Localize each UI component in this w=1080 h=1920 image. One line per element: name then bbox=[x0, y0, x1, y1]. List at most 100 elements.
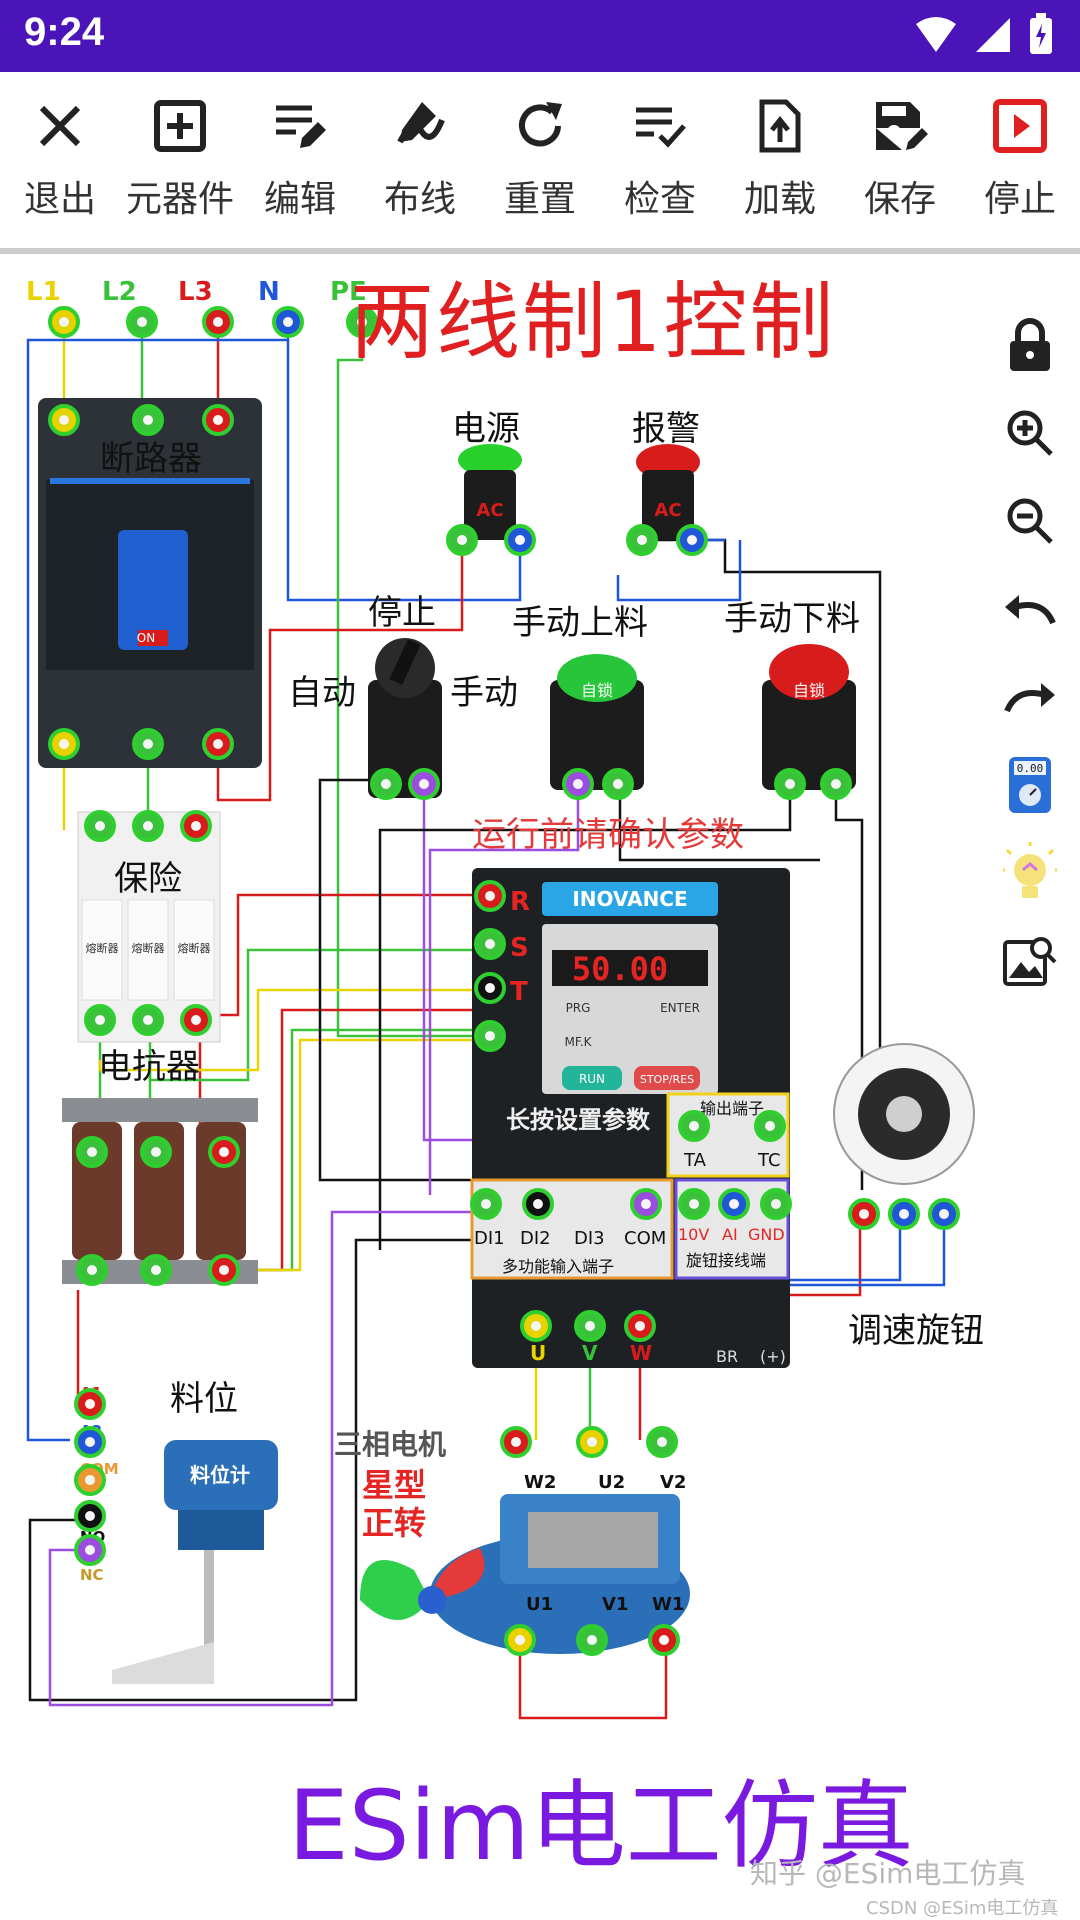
image-search-button[interactable] bbox=[998, 931, 1062, 991]
phase-label-pe: PE bbox=[330, 277, 367, 307]
manual-down-label: 手动下料 bbox=[724, 599, 860, 639]
add-box-icon bbox=[154, 100, 206, 152]
three-phase-motor[interactable] bbox=[360, 1494, 690, 1654]
inverter-key-enter[interactable]: ENTER bbox=[660, 1001, 700, 1015]
manual-down-button[interactable]: 自锁 bbox=[762, 644, 856, 790]
input-terminal-s: S bbox=[510, 933, 529, 963]
terminal-dot-center bbox=[59, 739, 69, 749]
level-terminal-nc: NC bbox=[80, 1566, 104, 1584]
image-search-icon bbox=[1003, 937, 1057, 986]
terminal-dot-center bbox=[151, 1147, 161, 1157]
speed-knob[interactable] bbox=[833, 1043, 975, 1185]
terminal-dot-center bbox=[485, 983, 495, 993]
terminal-dot-center bbox=[381, 779, 391, 789]
power-lamp-label: 电源 bbox=[452, 409, 520, 449]
terminal-dot-center bbox=[689, 1121, 699, 1131]
diagram-title: 两线制1控制 bbox=[350, 273, 836, 371]
terminal-dot-center bbox=[85, 1399, 95, 1409]
toolbar-check-button[interactable]: 检查 bbox=[600, 72, 720, 248]
terminal-dot-center bbox=[219, 1147, 229, 1157]
terminal-dot-center bbox=[357, 317, 367, 327]
toolbar-exit-button[interactable]: 退出 bbox=[0, 72, 120, 248]
terminal-dot-center bbox=[687, 535, 697, 545]
terminal-dot-center bbox=[143, 821, 153, 831]
undo-button[interactable] bbox=[998, 579, 1062, 639]
terminal-dot-center bbox=[95, 821, 105, 831]
toolbar-reset-button[interactable]: 重置 bbox=[480, 72, 600, 248]
toolbar-components-button[interactable]: 元器件 bbox=[120, 72, 240, 248]
terminal-dot-center bbox=[95, 1015, 105, 1025]
terminal-dot-center bbox=[637, 535, 647, 545]
terminal-dot-center bbox=[485, 891, 495, 901]
redo-button[interactable] bbox=[998, 667, 1062, 727]
di-terminal-1: DI1 bbox=[474, 1228, 505, 1249]
terminal-dot-center bbox=[511, 1437, 521, 1447]
alarm-lamp-label: 报警 bbox=[632, 409, 700, 449]
di-terminal-2: DI2 bbox=[520, 1228, 551, 1249]
terminal-dot-center bbox=[573, 779, 583, 789]
terminal-dot-center bbox=[419, 779, 429, 789]
phase-label-l1: L1 bbox=[26, 277, 61, 307]
brand-text: ESim电工仿真 bbox=[288, 1770, 914, 1882]
motor-terminal-w1: W1 bbox=[652, 1594, 684, 1615]
terminal-dots[interactable] bbox=[48, 306, 960, 1656]
knob-terminal-title: 旋钮接线端 bbox=[686, 1251, 766, 1270]
toolbar-divider bbox=[0, 248, 1080, 254]
motor-terminal-v2: V2 bbox=[660, 1472, 686, 1493]
bulb-icon bbox=[1003, 842, 1057, 898]
alarm-lamp[interactable]: AC bbox=[636, 444, 700, 540]
wifi-icon bbox=[916, 17, 956, 52]
circuit-breaker[interactable]: ON bbox=[38, 398, 262, 768]
knob-terminal-gnd: GND bbox=[748, 1225, 785, 1244]
output-terminal-title: 输出端子 bbox=[700, 1099, 764, 1118]
terminal-dot-center bbox=[213, 739, 223, 749]
motor-terminal-u2: U2 bbox=[598, 1472, 625, 1493]
level-meter[interactable]: 料位计 bbox=[112, 1440, 278, 1684]
toolbar: 退出 元器件 编辑 布线 重置 检查 加载 保存 停止 bbox=[0, 72, 1080, 248]
toolbar-edit-button[interactable]: 编辑 bbox=[240, 72, 360, 248]
inverter-key-run[interactable]: RUN bbox=[579, 1072, 605, 1086]
bulb-button[interactable] bbox=[998, 842, 1062, 903]
inverter-key-prg[interactable]: PRG bbox=[566, 1001, 591, 1015]
manual-down-tag: 自锁 bbox=[793, 681, 825, 700]
inverter-key-mfk[interactable]: MF.K bbox=[564, 1035, 592, 1049]
motor-mode-star: 星型 bbox=[362, 1466, 426, 1504]
terminal-dot-center bbox=[613, 779, 623, 789]
terminal-dot-center bbox=[59, 415, 69, 425]
power-lamp[interactable]: AC bbox=[458, 444, 522, 540]
terminal-dot-center bbox=[85, 1475, 95, 1485]
inverter[interactable]: INOVANCE 50.00 PRG ENTER MF.K RUN STOP/R… bbox=[470, 868, 790, 1368]
inverter-key-stop[interactable]: STOP/RES bbox=[640, 1073, 694, 1086]
canvas-sidebar: 0.00 bbox=[980, 315, 1080, 991]
terminal-dot-center bbox=[533, 1199, 543, 1209]
terminal-dot-center bbox=[143, 415, 153, 425]
motor-terminal-u: U bbox=[530, 1341, 546, 1365]
fuse-block[interactable]: 熔断器 熔断器 熔断器 bbox=[77, 811, 221, 1043]
fuse-tag-1: 熔断器 bbox=[86, 941, 119, 955]
svg-text:ON: ON bbox=[137, 631, 155, 645]
upload-file-icon bbox=[759, 99, 801, 153]
terminal-dot-center bbox=[85, 1437, 95, 1447]
output-terminal-tc: TC bbox=[757, 1150, 781, 1171]
level-label: 料位 bbox=[170, 1379, 238, 1419]
zoom-out-button[interactable] bbox=[998, 491, 1062, 551]
multimeter-button[interactable]: 0.00 bbox=[998, 755, 1062, 815]
zoom-in-button[interactable] bbox=[998, 403, 1062, 463]
manual-up-button[interactable]: 自锁 bbox=[550, 654, 644, 790]
input-terminal-t: T bbox=[510, 977, 528, 1007]
edit-list-icon bbox=[276, 105, 326, 148]
toolbar-save-button[interactable]: 保存 bbox=[840, 72, 960, 248]
terminal-dot-center bbox=[531, 1321, 541, 1331]
power-lamp-tag: AC bbox=[476, 500, 503, 521]
auto-label: 自动 bbox=[288, 673, 356, 713]
check-list-icon bbox=[636, 107, 686, 148]
terminal-dot-center bbox=[641, 1199, 651, 1209]
circuit-diagram[interactable]: L1 L2 L3 N PE bbox=[0, 254, 1080, 1920]
lock-button[interactable] bbox=[998, 315, 1062, 375]
save-edit-icon bbox=[876, 102, 928, 150]
terminal-dot-center bbox=[151, 1265, 161, 1275]
toolbar-stop-button[interactable]: 停止 bbox=[960, 72, 1080, 248]
toolbar-load-button[interactable]: 加载 bbox=[720, 72, 840, 248]
terminal-dot-center bbox=[831, 779, 841, 789]
toolbar-wiring-button[interactable]: 布线 bbox=[360, 72, 480, 248]
